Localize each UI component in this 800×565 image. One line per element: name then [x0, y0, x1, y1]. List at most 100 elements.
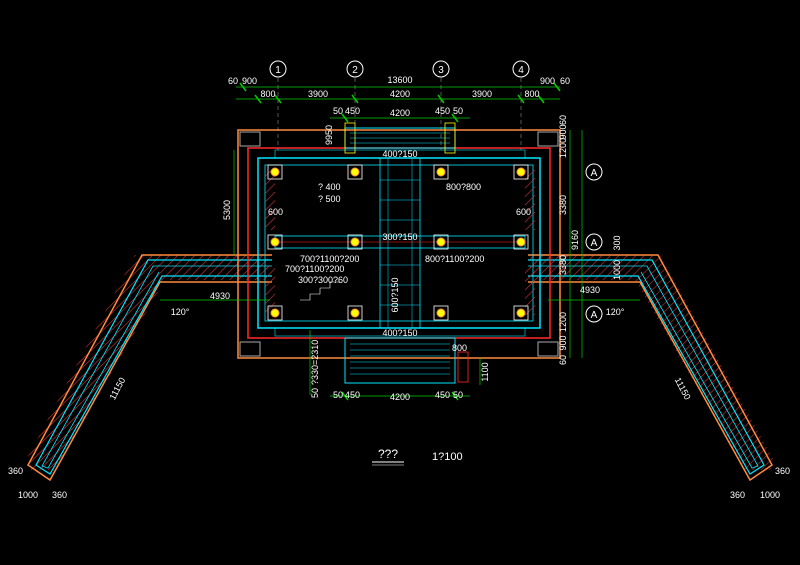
title-text: ??? [378, 447, 398, 461]
dim-bottom-1100: 1100 [480, 362, 490, 381]
dim-stair-top-50a: 50 [333, 106, 343, 116]
dim-3900-a: 3900 [308, 89, 328, 99]
column-10 [350, 308, 360, 318]
column-5 [270, 237, 280, 247]
dim-wing-right-1000: 1000 [760, 490, 780, 500]
svg-text:2: 2 [352, 65, 358, 76]
bottom-stair [344, 337, 469, 384]
column-frame-10 [347, 305, 363, 321]
dim-11150-left: 11150 [107, 376, 127, 402]
column-3 [436, 167, 446, 177]
dim-800-b: 800 [524, 89, 539, 99]
dimension-lines [160, 86, 640, 397]
svg-text:A: A [591, 310, 598, 321]
label-700-1100b: 700?1100?200 [285, 264, 344, 274]
dimension-ticks [239, 82, 561, 401]
column-frame-2 [347, 164, 363, 180]
dim-wing-left-360b: 360 [52, 490, 67, 500]
column-9 [270, 308, 280, 318]
dim-right-900b: 900 [558, 335, 568, 350]
column-1 [270, 167, 280, 177]
axis-lines [277, 78, 522, 150]
dim-stair-bot-50b: 50 [453, 390, 463, 400]
dim-right-1000: 1000 [612, 260, 622, 280]
column-frame-11 [433, 305, 449, 321]
dim-13600: 13600 [387, 75, 412, 85]
dim-stair-top-4200: 4200 [390, 108, 410, 118]
dim-right-1200a: 1200 [558, 138, 568, 158]
dim-right-3380b: 3380 [558, 255, 568, 275]
svg-text:4: 4 [518, 65, 524, 76]
dim-wing-left-1000: 1000 [18, 490, 38, 500]
dim-120-right: 120° [606, 307, 625, 317]
label-600-150: 600?150 [390, 277, 400, 312]
scale-text: 1?100 [432, 451, 463, 463]
dim-stair-top-50b: 50 [453, 106, 463, 116]
axis-bubble-1: 1 [269, 60, 287, 78]
svg-text:1: 1 [275, 65, 281, 76]
dim-5300: 5300 [222, 200, 232, 220]
column-frame-4 [513, 164, 529, 180]
label-col-400: ? 400 [318, 182, 341, 192]
svg-text:A: A [591, 238, 598, 249]
axis-bubble-2: 2 [346, 60, 364, 78]
dim-stair-top-450b: 450 [435, 106, 450, 116]
right-wing [528, 254, 775, 482]
dim-right-3380a: 3380 [558, 195, 568, 215]
label-beam-bottom: 400?150 [382, 328, 417, 338]
column-frame-12 [513, 305, 529, 321]
dim-11150-right: 11150 [673, 376, 693, 402]
dim-3900-b: 3900 [472, 89, 492, 99]
label-beam-top: 400?150 [382, 149, 417, 159]
column-frame-6 [347, 234, 363, 250]
main-block [237, 129, 561, 359]
axis-bubble-3: 3 [432, 60, 450, 78]
label-800-1100: 800?1100?200 [425, 254, 484, 264]
axis-bubble-4: 4 [512, 60, 530, 78]
dim-4930-left: 4930 [210, 291, 230, 301]
column-frame-1 [267, 164, 283, 180]
dim-120-left: 120° [171, 307, 190, 317]
axis-bubble-a2: A [585, 233, 603, 251]
dim-wing-left-360a: 360 [8, 466, 23, 476]
column-11 [436, 308, 446, 318]
label-300-300: 300?300?60 [298, 275, 348, 285]
dim-wing-right-360b: 360 [775, 466, 790, 476]
column-frame-5 [267, 234, 283, 250]
column-frame-7 [433, 234, 449, 250]
columns [267, 164, 529, 321]
dim-bottom-50: 50 [310, 388, 320, 398]
dim-60-right: 60 [560, 76, 570, 86]
dim-4930-right: 4930 [580, 285, 600, 295]
dim-wing-right-360a: 360 [730, 490, 745, 500]
dim-bottom-330: ?330=2310 [310, 340, 320, 385]
dim-right-300: 300 [612, 235, 622, 250]
label-col-500: ? 500 [318, 194, 341, 204]
left-wing [25, 254, 272, 482]
room-labels: 400?150 400?150 ? 400 ? 500 800?800 600 … [268, 149, 531, 338]
label-600-left: 600 [268, 207, 283, 217]
column-frame-8 [513, 234, 529, 250]
column-12 [516, 308, 526, 318]
dim-right-9160: 9160 [570, 230, 580, 250]
axis-bubble-a1: A [585, 163, 603, 181]
column-frame-3 [433, 164, 449, 180]
dim-right-60b: 60 [558, 355, 568, 365]
column-7 [436, 237, 446, 247]
label-600-right: 600 [516, 207, 531, 217]
dim-bottom-800: 800 [452, 343, 467, 353]
column-6 [350, 237, 360, 247]
label-700-1100: 700?1100?200 [300, 254, 359, 264]
dim-stair-bot-50a: 50 [333, 390, 343, 400]
dim-800-a: 800 [260, 89, 275, 99]
dim-60-left: 60 [228, 76, 238, 86]
dim-9950: 9950 [324, 125, 334, 145]
label-300-150: 300?150 [382, 232, 417, 242]
column-frame-9 [267, 305, 283, 321]
svg-text:A: A [591, 168, 598, 179]
dimension-texts: 60 900 13600 900 60 800 3900 4200 3900 8… [8, 75, 790, 500]
dim-900-left: 900 [242, 76, 257, 86]
axis-bubble-a3: A [585, 305, 603, 323]
drawing-title: ??? 1?100 [372, 447, 463, 466]
